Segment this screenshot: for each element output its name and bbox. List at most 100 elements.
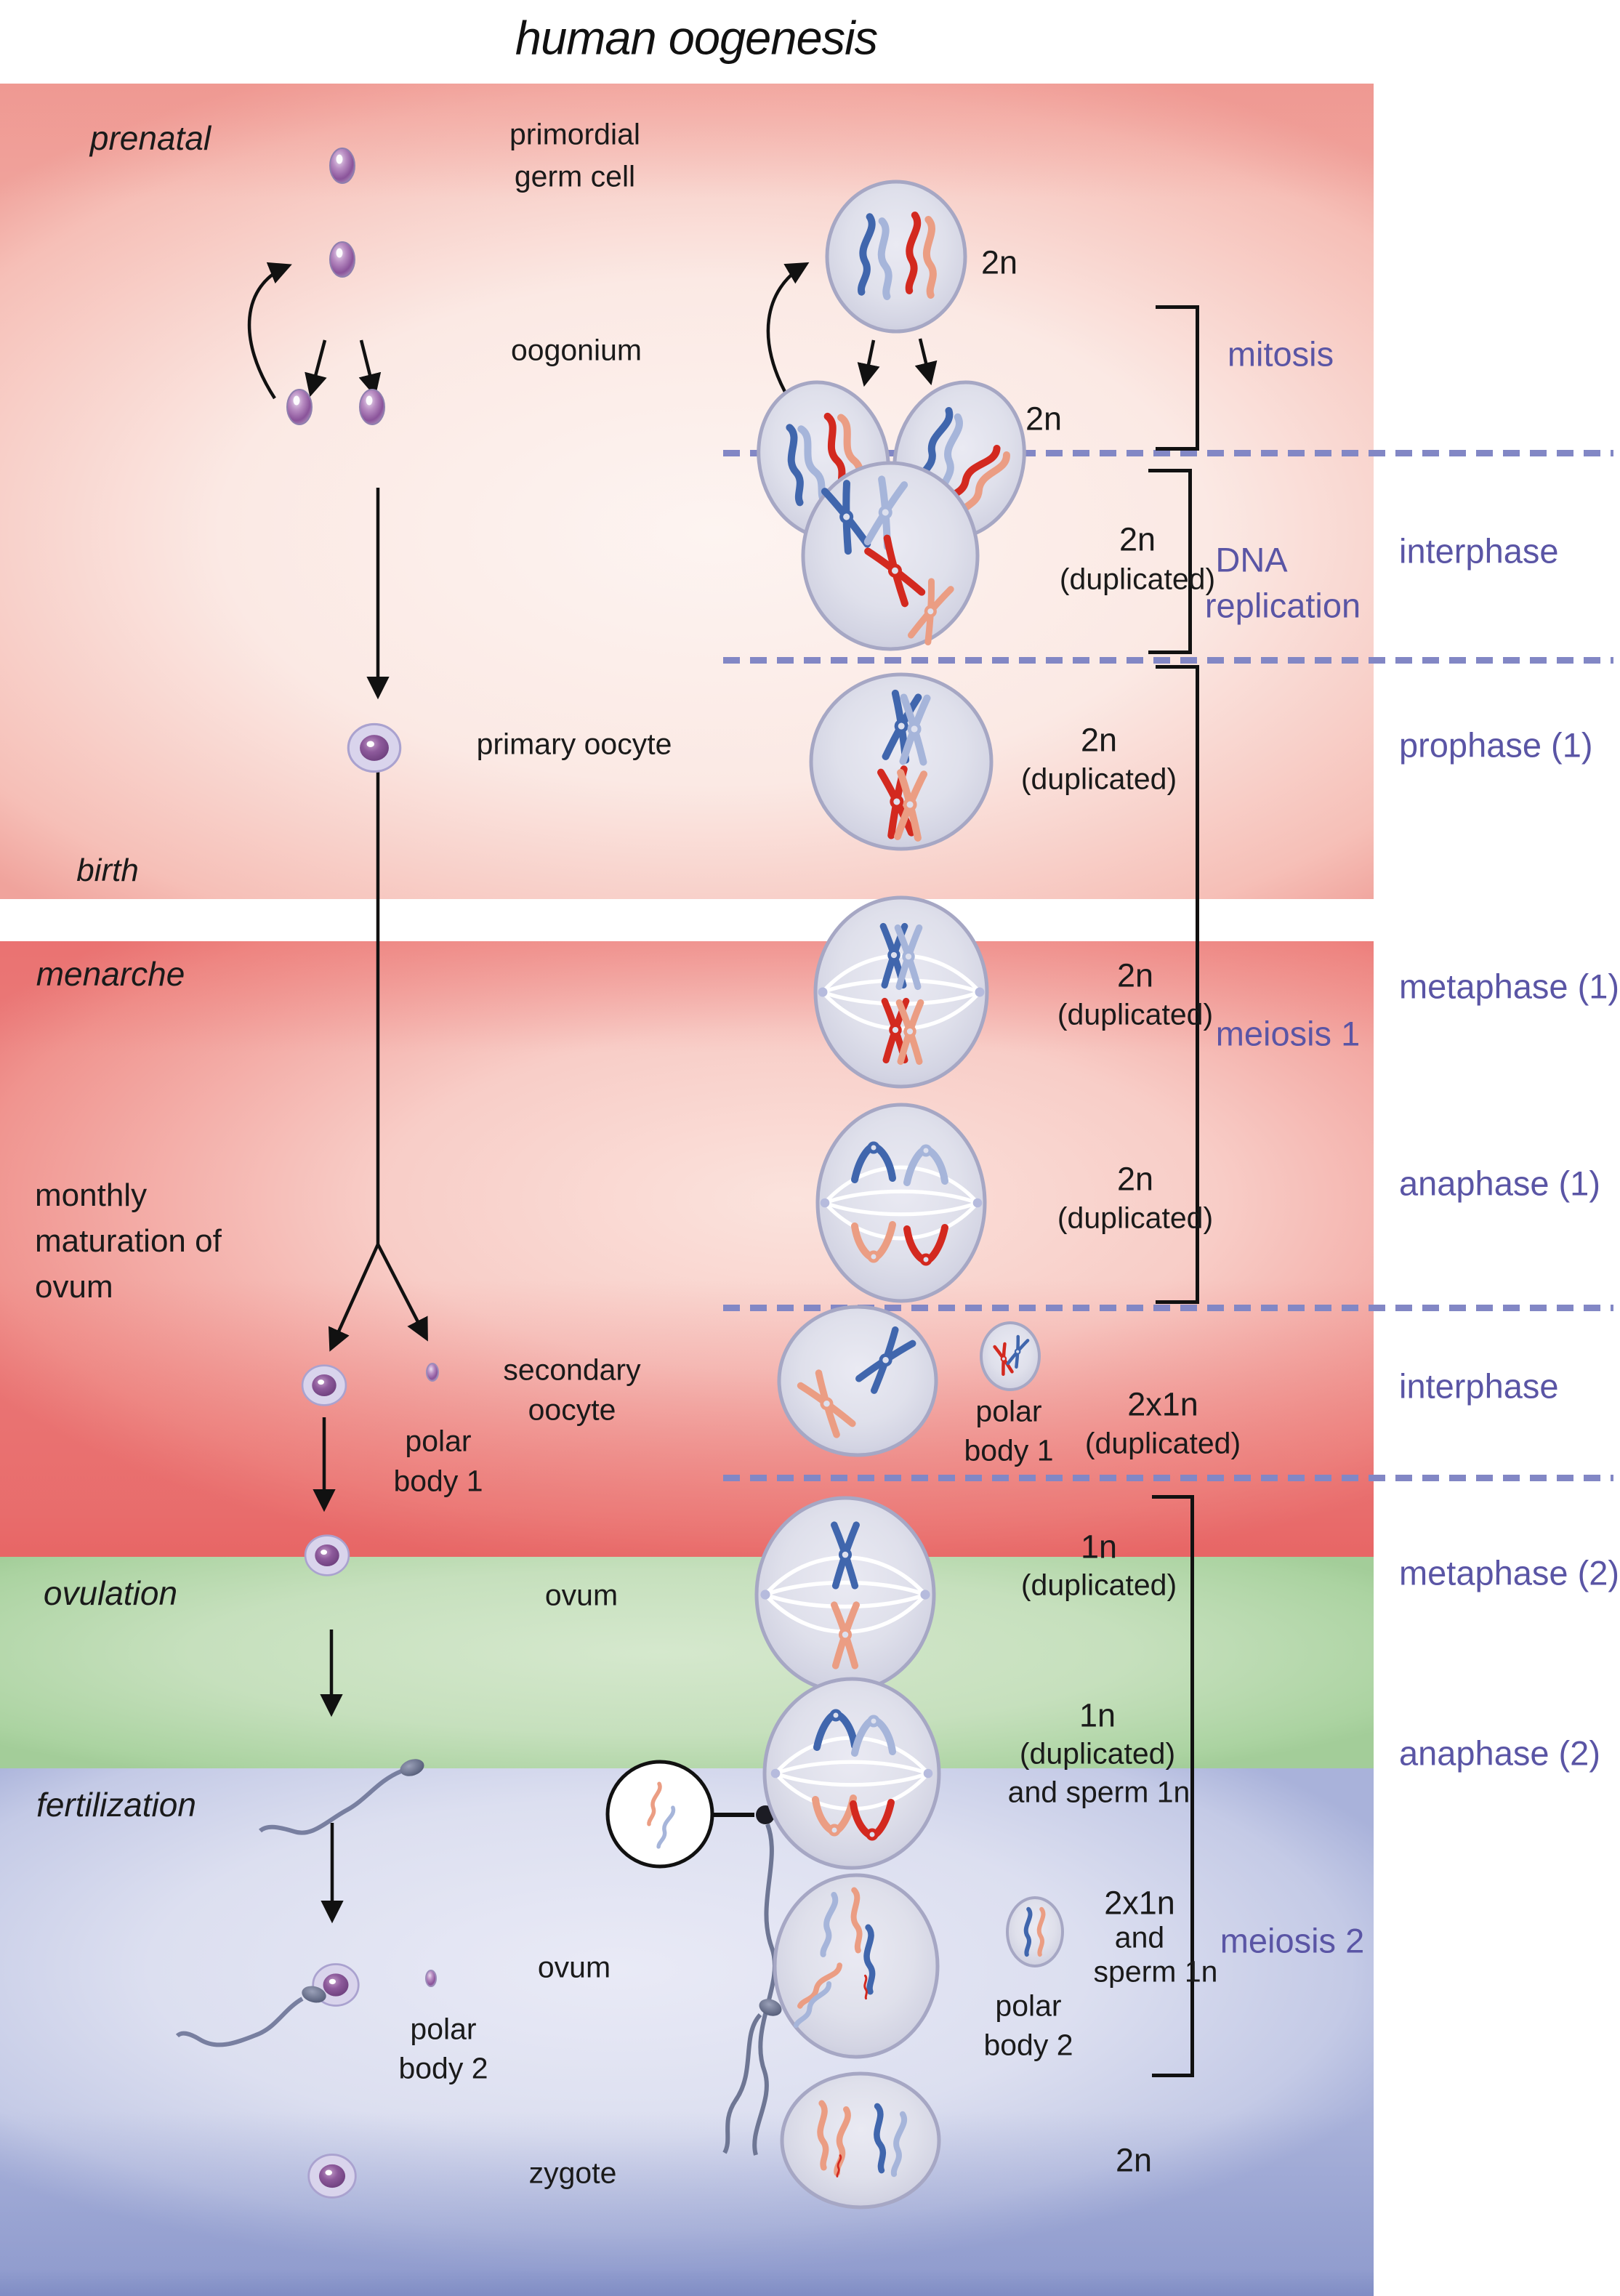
band-prenatal bbox=[0, 84, 1374, 899]
sperm-head bbox=[400, 1759, 424, 1776]
monthly-maturation-line2: maturation of bbox=[35, 1223, 222, 1259]
primordial-germ-cell-2 bbox=[329, 241, 355, 278]
ploidy-anaphase2-1n: 1n bbox=[1079, 1696, 1116, 1734]
sperm-entering-anaphase2 bbox=[752, 1805, 777, 2156]
ploidy-metaphase2-dup: (duplicated) bbox=[1020, 1568, 1177, 1602]
band-menarche bbox=[0, 941, 1374, 1557]
label-secondary-line1: secondary bbox=[503, 1353, 641, 1387]
ploidy-metaphase1-dup: (duplicated) bbox=[1057, 997, 1214, 1031]
cell-prophase1 bbox=[809, 672, 994, 851]
primary-oocyte-cell bbox=[347, 722, 402, 773]
divider-mitosis-interphase bbox=[723, 450, 1613, 456]
sperm-tail bbox=[722, 2013, 762, 2154]
phase-metaphase-1: metaphase (1) bbox=[1399, 967, 1620, 1006]
phase-interphase-1: interphase bbox=[1399, 531, 1559, 571]
sperm-tail bbox=[258, 1769, 403, 1835]
label-primary-oocyte: primary oocyte bbox=[476, 727, 672, 761]
ploidy-metaphase2-1n: 1n bbox=[1080, 1528, 1118, 1566]
arrow-mitosis-right bbox=[914, 338, 938, 386]
phase-metaphase-2: metaphase (2) bbox=[1399, 1553, 1620, 1592]
flow-arrows bbox=[247, 262, 938, 1924]
arrow-mitosis-left bbox=[857, 339, 880, 387]
ploidy-mitosis-top: 2n bbox=[980, 243, 1018, 281]
label-ovum-2: ovum bbox=[537, 1950, 611, 1984]
primordial-germ-cell bbox=[329, 148, 355, 184]
divider-interphase-prophase bbox=[723, 657, 1613, 664]
sperm-at-boundary bbox=[258, 1759, 424, 1835]
oogonium-cell-2 bbox=[359, 389, 385, 425]
ploidy-meiosis2-and: and bbox=[1114, 1920, 1165, 1954]
phase-dna-line1: DNA bbox=[1215, 540, 1288, 579]
cell-fertilized-ovum bbox=[773, 1873, 940, 2059]
ovulated-ovum-cell bbox=[304, 1534, 350, 1576]
polar-body2-dot bbox=[425, 1970, 437, 1987]
label-oogonium: oogonium bbox=[510, 333, 642, 367]
cell-metaphase2 bbox=[754, 1496, 936, 1693]
ploidy-anaphase2-sperm: and sperm 1n bbox=[1007, 1775, 1190, 1809]
timeline-ovulation: ovulation bbox=[43, 1574, 178, 1612]
sperm-at-ovum-left bbox=[175, 1986, 326, 2047]
ploidy-anaphase1-dup: (duplicated) bbox=[1057, 1201, 1214, 1235]
arrow-fork-polar-body1 bbox=[376, 1243, 428, 1342]
ploidy-anaphase2-dup: (duplicated) bbox=[1019, 1736, 1176, 1771]
label-zygote: zygote bbox=[528, 2156, 617, 2190]
label-polar-body1-left-line1: polar bbox=[405, 1424, 472, 1458]
polar-body1-dot bbox=[426, 1363, 439, 1382]
ploidy-mitosis-bottom: 2n bbox=[1025, 400, 1063, 438]
phase-prophase-1: prophase (1) bbox=[1399, 725, 1593, 765]
cell-polar-body1 bbox=[980, 1321, 1041, 1391]
sperm-chromosome-inset bbox=[605, 1760, 754, 1869]
timeline-fertilization: fertilization bbox=[36, 1786, 196, 1824]
cell-mitosis-parent bbox=[825, 180, 967, 334]
page-title: human oogenesis bbox=[515, 11, 878, 65]
ploidy-prophase-2n: 2n bbox=[1080, 721, 1118, 759]
ploidy-interphase-2n: 2n bbox=[1119, 520, 1156, 558]
label-polar-body2-left-line2: body 2 bbox=[398, 2051, 488, 2085]
timeline-prenatal: prenatal bbox=[89, 119, 211, 157]
label-secondary-line2: oocyte bbox=[528, 1393, 616, 1427]
bracket-mitosis bbox=[1156, 305, 1199, 451]
ploidy-meiosis2-2x1n: 2x1n bbox=[1104, 1884, 1175, 1922]
label-polar-body2-left-line1: polar bbox=[410, 2012, 477, 2046]
sperm-tail bbox=[175, 1997, 304, 2047]
bracket-dna-replication bbox=[1148, 469, 1192, 654]
zygote-left-cell bbox=[307, 2154, 357, 2199]
cell-anaphase1 bbox=[815, 1103, 987, 1303]
ploidy-interphase-dup: (duplicated) bbox=[1059, 562, 1216, 596]
cell-zygote bbox=[780, 2071, 941, 2210]
phase-dna-line2: replication bbox=[1204, 586, 1361, 625]
cell-metaphase1 bbox=[813, 895, 989, 1089]
cell-interphase-dna bbox=[801, 461, 980, 651]
monthly-maturation-line1: monthly bbox=[35, 1177, 148, 1213]
sperm-inside-ovum bbox=[722, 1999, 782, 2154]
arrow-pgc-split-left bbox=[305, 339, 327, 398]
bracket-meiosis2 bbox=[1152, 1495, 1194, 2077]
label-primordial-line1: primordial bbox=[509, 117, 640, 151]
ploidy-metaphase1-2n: 2n bbox=[1116, 956, 1154, 994]
label-polar-body2-right-line2: body 2 bbox=[983, 2028, 1073, 2062]
arrow-oogonium-cycle bbox=[247, 262, 292, 400]
label-ovum-1: ovum bbox=[544, 1578, 618, 1612]
sperm-head bbox=[759, 1999, 782, 2016]
divider-interphase-metaphase2 bbox=[723, 1475, 1613, 1481]
bracket-meiosis1 bbox=[1156, 665, 1199, 1304]
label-polar-body1-left-line2: body 1 bbox=[393, 1464, 483, 1498]
ploidy-prophase-dup: (duplicated) bbox=[1020, 762, 1177, 796]
ploidy-interphase2-dup: (duplicated) bbox=[1084, 1426, 1241, 1460]
arrow-fork-secondary-oocyte bbox=[328, 1244, 380, 1352]
phase-meiosis1: meiosis 1 bbox=[1215, 1014, 1361, 1053]
label-primordial-line2: germ cell bbox=[514, 159, 636, 193]
phase-mitosis: mitosis bbox=[1227, 334, 1334, 374]
sperm-head bbox=[302, 1986, 326, 2003]
phase-anaphase-1: anaphase (1) bbox=[1399, 1164, 1600, 1203]
cell-secondary-oocyte-interphase bbox=[777, 1305, 938, 1457]
ploidy-meiosis2-sperm1n: sperm 1n bbox=[1093, 1954, 1218, 1989]
arrow-mitosis-cycle bbox=[766, 262, 810, 400]
secondary-oocyte-cell bbox=[301, 1364, 347, 1406]
phase-anaphase-2: anaphase (2) bbox=[1399, 1733, 1600, 1773]
phase-interphase-2: interphase bbox=[1399, 1366, 1559, 1406]
arrow-pgc-split-right bbox=[358, 339, 382, 398]
ploidy-zygote-2n: 2n bbox=[1115, 2141, 1153, 2179]
